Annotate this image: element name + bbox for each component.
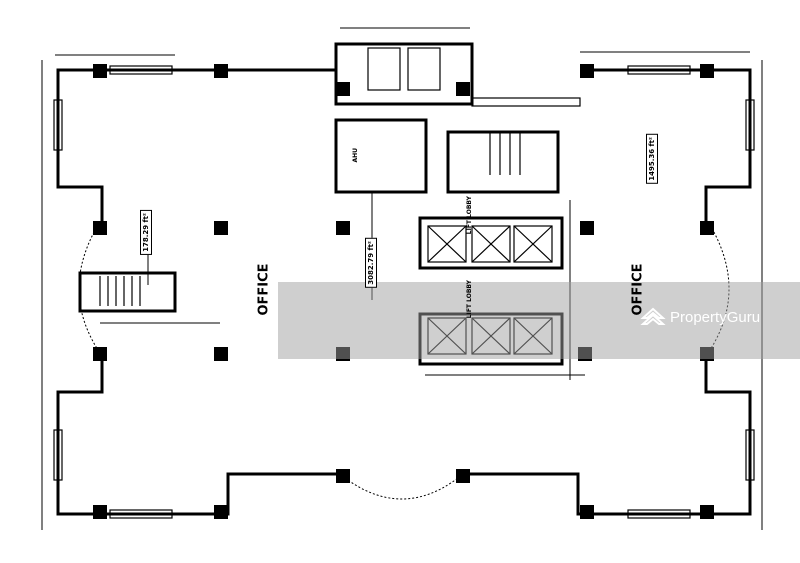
area-tag-right-office: 1495.36 ft²: [646, 134, 658, 184]
curved-glazing-left: [78, 224, 99, 351]
propertyguru-logo-icon: [640, 307, 666, 325]
watermark-band: [278, 282, 800, 359]
area-tag-stair: 178.29 ft²: [140, 210, 152, 255]
wall-right-bottom: [585, 356, 752, 516]
label-lift-lobby-lower: LIFT LOBBY: [466, 280, 473, 319]
area-tag-center: 3082.79 ft²: [365, 238, 377, 288]
wall-right-top: [585, 68, 752, 222]
curved-glazing-bottom: [344, 477, 459, 500]
wall-left-bottom: [56, 356, 220, 516]
watermark-text: PropertyGuru: [670, 308, 761, 326]
wall-left-top: [56, 68, 220, 222]
room-label-office-left: OFFICE: [256, 263, 272, 316]
label-lift-lobby-upper: LIFT LOBBY: [466, 196, 473, 235]
propertyguru-watermark: PropertyGuru: [640, 304, 760, 330]
stair-left: [78, 271, 177, 313]
label-ahu: AHU: [352, 148, 359, 163]
